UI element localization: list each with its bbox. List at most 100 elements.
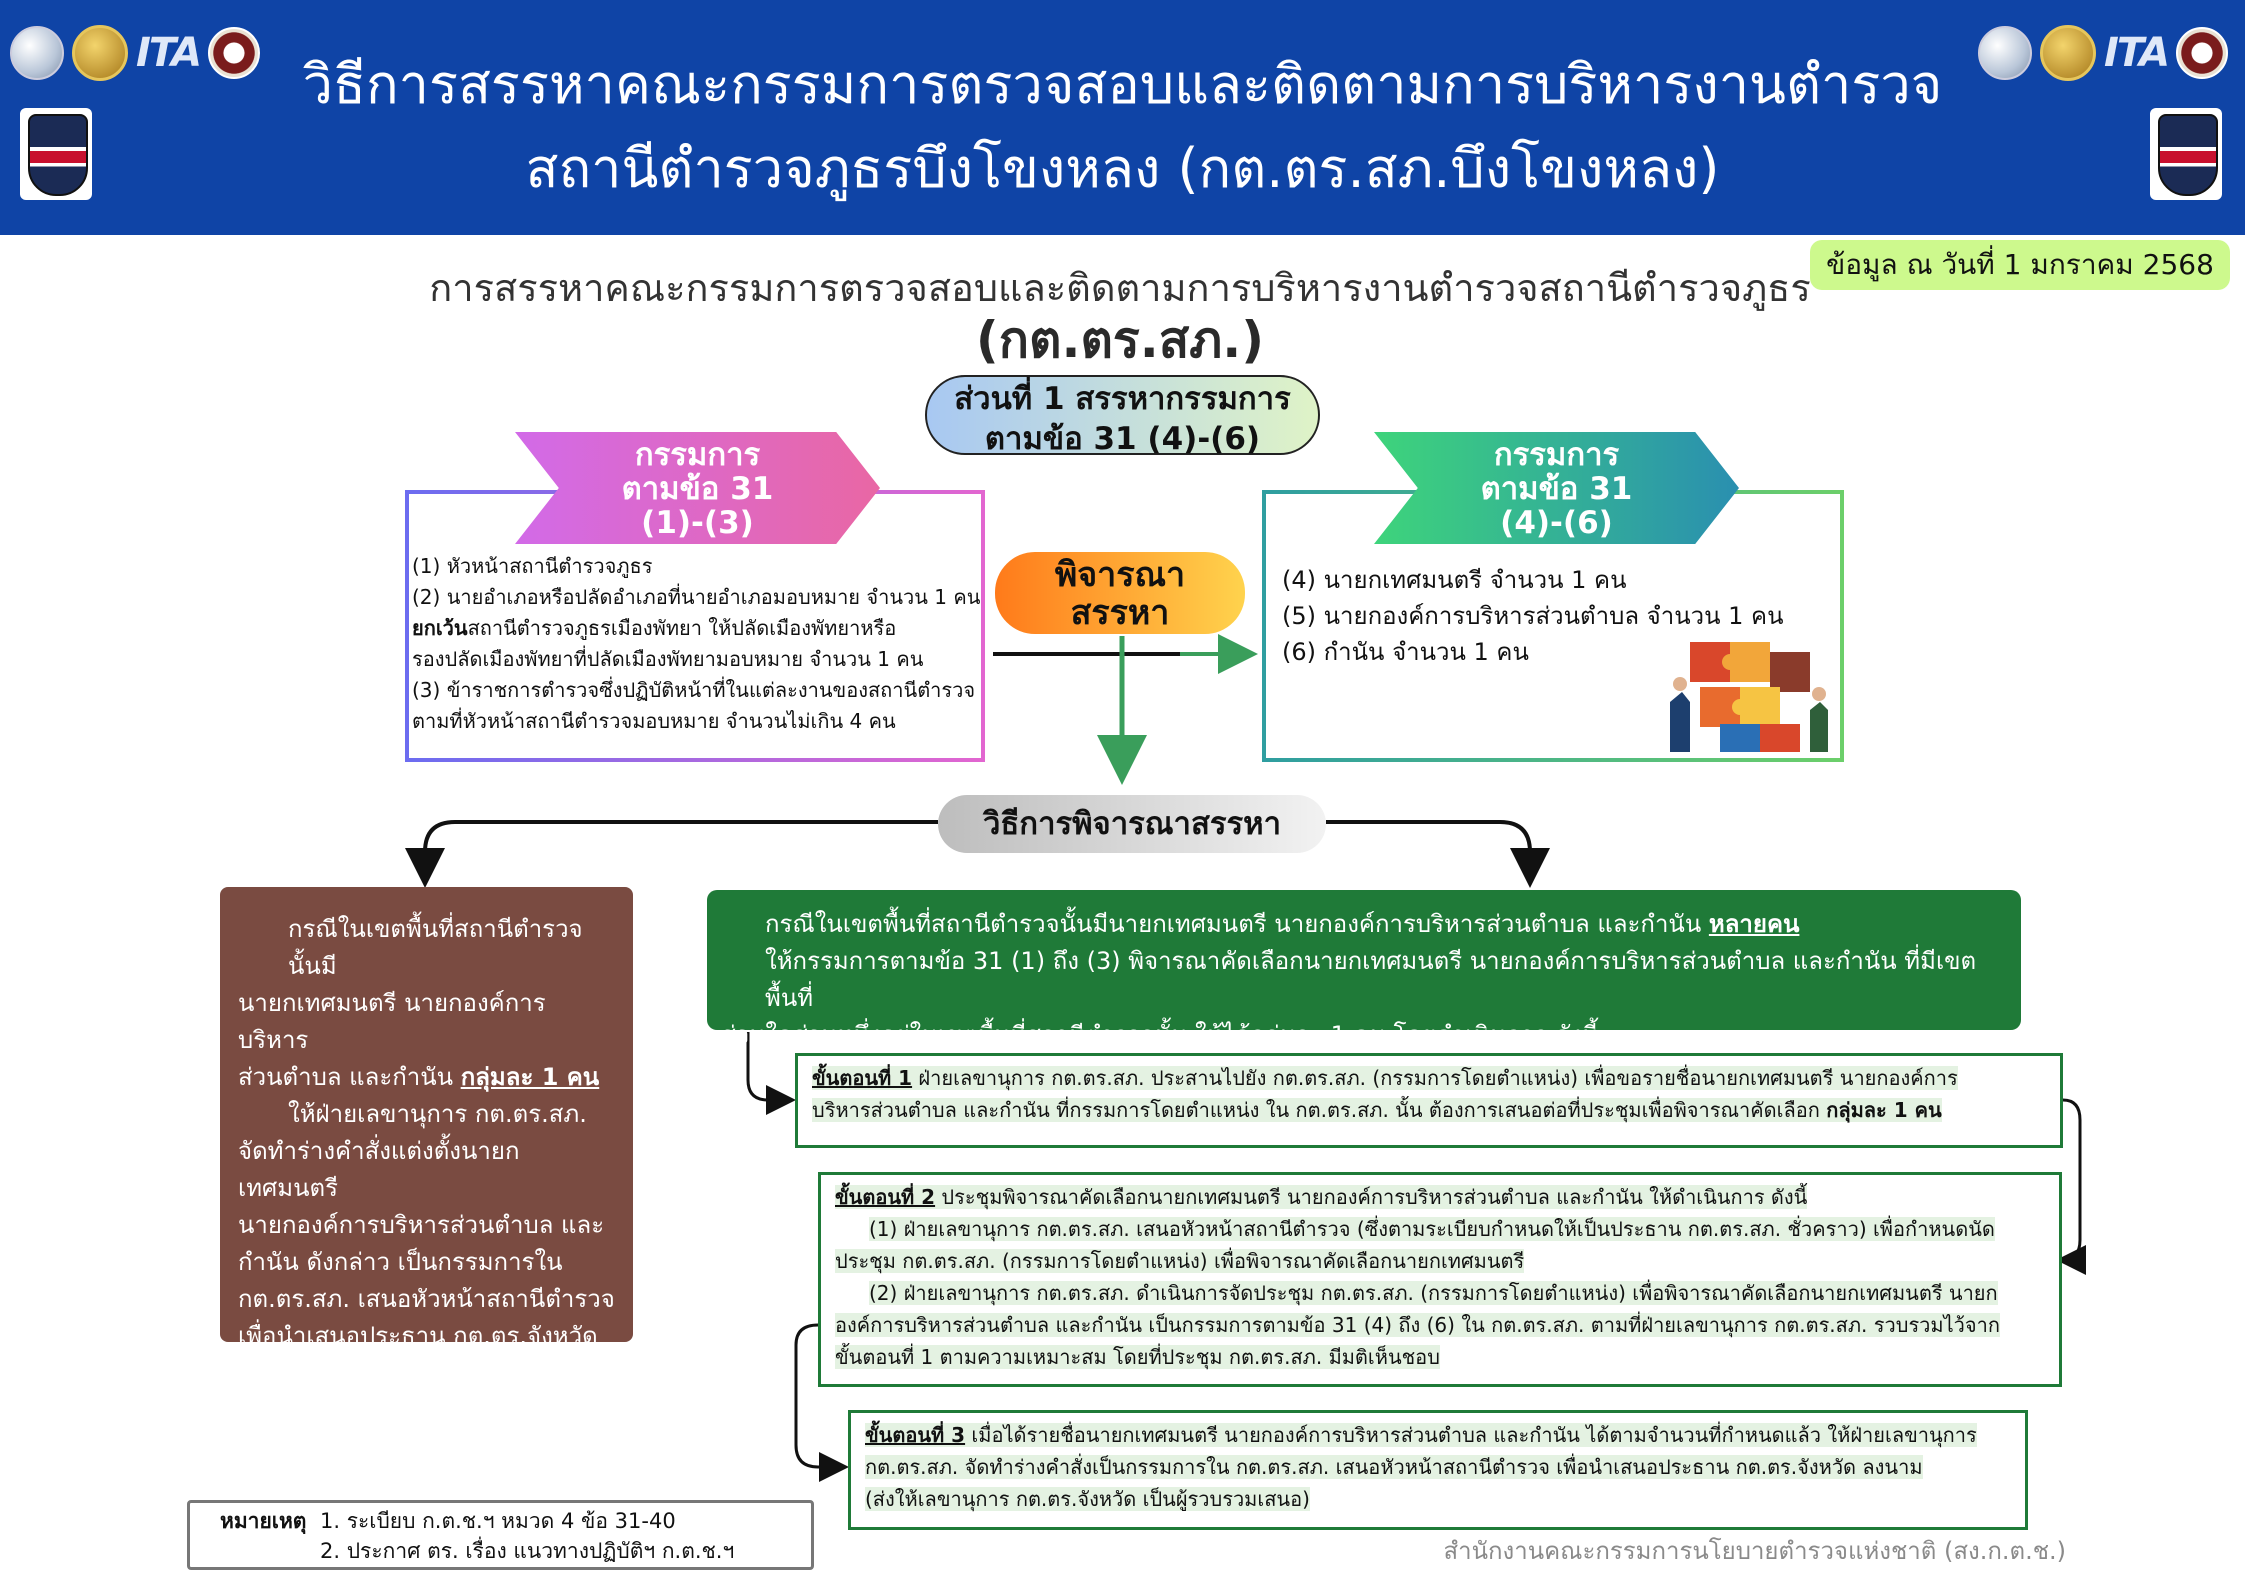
part1-line1: ส่วนที่ 1 สรรหากรรมการ (954, 381, 1291, 417)
consider-selection-pill: พิจารณา สรรหา (995, 552, 1245, 634)
list-item: (3) ข้าราชการตำรวจซึ่งปฏิบัติหน้าที่ในแต… (412, 678, 976, 702)
header-logos-right: ITA (1978, 18, 2229, 88)
list-item-text: สถานีตำรวจภูธรเมืองพัทยา ให้ปลัดเมืองพัท… (467, 616, 897, 640)
list-item: รองปลัดเมืองพัทยาที่ปลัดเมืองพัทยามอบหมา… (412, 647, 924, 671)
text-part: (1) ฝ่ายเลขานุการ กต.ตร.สภ. เสนอหัวหน้าส… (869, 1217, 1995, 1241)
list-item: (6) กำนัน จำนวน 1 คน (1282, 638, 1529, 666)
puzzle-teamwork-icon (1670, 642, 1828, 752)
globe-icon (10, 26, 64, 80)
text-part: ขั้นตอนที่ 1 ตามความเหมาะสม โดยที่ประชุม… (835, 1345, 1440, 1369)
header-banner: ITA ITA วิธีการสรรหาคณะกรรมการตรวจสอบและ… (0, 0, 2245, 235)
consider-line1: พิจารณา (1054, 555, 1186, 595)
banner-line: (4)-(6) (1500, 505, 1613, 541)
one-per-group-label: กลุ่มละ 1 คน (1826, 1098, 1942, 1122)
committee-1-3-banner: กรรมการ ตามข้อ 31 (1)-(3) (515, 432, 880, 544)
text-part: กรณีในเขตพื้นที่สถานีตำรวจนั้นมีนายกเทศม… (765, 910, 1709, 938)
text-line: กำนัน ดังกล่าว เป็นกรรมการใน (238, 1248, 563, 1276)
page-title: การสรรหาคณะกรรมการตรวจสอบและติดตามการบริ… (429, 266, 1811, 310)
single-person-case-box: กรณีในเขตพื้นที่สถานีตำรวจนั้นมี นายกเทศ… (220, 887, 633, 1461)
header-title-line1: วิธีการสรรหาคณะกรรมการตรวจสอบและติดตามกา… (302, 53, 1943, 116)
text-part: ส่วนตำบล และกำนัน (238, 1063, 461, 1091)
consider-line2: สรรหา (1070, 593, 1170, 633)
text-line: บริหารส่วนตำบล และกำนัน ที่กรรมการโดยตำแ… (812, 1094, 2046, 1126)
seal-icon (2176, 27, 2229, 79)
part1-line2: ตามข้อ 31 (4)-(6) (984, 421, 1261, 457)
text-line: ขั้นตอนที่ 2 ประชุมพิจารณาคัดเลือกนายกเท… (835, 1181, 2045, 1213)
police-station-badge-icon (20, 108, 92, 200)
seal-icon (208, 27, 261, 79)
text-line: หมายเหตุ 1. ระเบียบ ก.ต.ช.ฯ หมวด 4 ข้อ 31… (220, 1506, 811, 1536)
remark-item: 1. ระเบียบ ก.ต.ช.ฯ หมวด 4 ข้อ 31-40 (320, 1509, 676, 1533)
text-part: (2) ฝ่ายเลขานุการ กต.ตร.สภ. ดำเนินการจัด… (869, 1281, 1998, 1305)
text-part: (ส่งให้เลขานุการ กต.ตร.จังหวัด เป็นผู้รว… (865, 1487, 1310, 1511)
text-line: (2) ฝ่ายเลขานุการ กต.ตร.สภ. ดำเนินการจัด… (835, 1277, 2045, 1309)
text-line: เป็นผู้รวบรวมเสนอ) (238, 1433, 439, 1461)
text-line: นายกเทศมนตรี นายกองค์การบริหาร (238, 989, 546, 1054)
committee-4-6-list: (4) นายกเทศมนตรี จำนวน 1 คน (5) นายกองค์… (1282, 562, 1802, 670)
text-line: นายกองค์การบริหารส่วนตำบล และ (238, 1211, 605, 1239)
text-line: เพื่อนำเสนอประธาน กต.ตร.จังหวัด (238, 1322, 598, 1350)
ita-logo: ITA (136, 30, 202, 76)
list-item: ตามที่หัวหน้าสถานีตำรวจมอบหมาย จำนวนไม่เ… (412, 709, 896, 733)
text-line: ขั้นตอนที่ 1 ตามความเหมาะสม โดยที่ประชุม… (835, 1341, 2045, 1373)
police-station-badge-icon (2150, 108, 2222, 200)
banner-line: กรรมการ (634, 437, 761, 473)
ita-logo: ITA (2104, 30, 2170, 76)
text-line: กต.ตร.สภ. เสนอหัวหน้าสถานีตำรวจ (238, 1285, 615, 1313)
part1-pill: ส่วนที่ 1 สรรหากรรมการ ตามข้อ 31 (4)-(6) (925, 375, 1320, 457)
royal-emblem-icon (72, 25, 128, 81)
date-badge: ข้อมูล ณ วันที่ 1 มกราคม 2568 (1810, 240, 2230, 290)
selection-method-pill: วิธีการพิจารณาสรรหา (938, 795, 1326, 853)
list-item: ยกเว้นสถานีตำรวจภูธรเมืองพัทยา ให้ปลัดเม… (412, 613, 982, 644)
banner-line: (1)-(3) (641, 505, 754, 541)
remark-item: 2. ประกาศ ตร. เรื่อง แนวทางปฏิบัติฯ ก.ต.… (320, 1539, 735, 1563)
one-per-group-label: กลุ่มละ 1 คน (460, 1063, 600, 1091)
text-line: ขั้นตอนที่ 1 ฝ่ายเลขานุการ กต.ตร.สภ. ประ… (812, 1062, 2046, 1094)
text-line: กรณีในเขตพื้นที่สถานีตำรวจนั้นมี (288, 915, 583, 980)
step-1-box: ขั้นตอนที่ 1 ฝ่ายเลขานุการ กต.ตร.สภ. ประ… (795, 1053, 2063, 1148)
text-part: ฝ่ายเลขานุการ กต.ตร.สภ. ประสานไปยัง กต.ต… (912, 1066, 1958, 1090)
text-line: ส่วนตำบล และกำนัน กลุ่มละ 1 คน (238, 1059, 615, 1096)
text-part: กต.ตร.สภ. จัดทำร่างคำสั่งเป็นกรรมการใน ก… (865, 1455, 1923, 1479)
step-2-box: ขั้นตอนที่ 2 ประชุมพิจารณาคัดเลือกนายกเท… (818, 1172, 2062, 1387)
header-title-line2: สถานีตำรวจภูธรบึงโขงหลง (กต.ตร.สภ.บึงโขง… (525, 137, 1720, 200)
multiple-persons-case-box: กรณีในเขตพื้นที่สถานีตำรวจนั้นมีนายกเทศม… (707, 890, 2021, 1049)
text-part: บริหารส่วนตำบล และกำนัน ที่กรรมการโดยตำแ… (812, 1098, 1827, 1122)
banner-line: ตามข้อ 31 (621, 471, 774, 507)
banner-line: กรรมการ (1493, 437, 1620, 473)
text-line: จัดทำร่างคำสั่งแต่งตั้งนายกเทศมนตรี (238, 1137, 520, 1202)
text-line: (ส่งให้เลขานุการ กต.ตร.จังหวัด เป็นผู้รว… (865, 1483, 2011, 1515)
step-2-label: ขั้นตอนที่ 2 (835, 1185, 936, 1209)
list-item: (2) นายอำเภอหรือปลัดอำเภอที่นายอำเภอมอบห… (412, 585, 981, 609)
except-label: ยกเว้น (412, 616, 468, 640)
text-part: องค์การบริหารส่วนตำบล และกำนัน เป็นกรรมก… (835, 1313, 2000, 1337)
text-line: ให้ฝ่ายเลขานุการ กต.ตร.สภ. (288, 1100, 587, 1128)
text-line: ขั้นตอนที่ 3 เมื่อได้รายชื่อนายกเทศมนตรี… (865, 1419, 2011, 1451)
royal-emblem-icon (2040, 25, 2096, 81)
step-1-label: ขั้นตอนที่ 1 (812, 1066, 913, 1090)
text-part: ประชุมพิจารณาคัดเลือกนายกเทศมนตรี นายกอง… (935, 1185, 1808, 1209)
text-line: ลงนาม (ส่งให้เลขานุการ กต.ตร.จังหวัด (238, 1359, 492, 1424)
remarks-label: หมายเหตุ (220, 1509, 307, 1533)
globe-icon (1978, 26, 2032, 80)
banner-line: ตามข้อ 31 (1480, 471, 1633, 507)
list-item: (4) นายกเทศมนตรี จำนวน 1 คน (1282, 566, 1627, 594)
list-item: (1) หัวหน้าสถานีตำรวจภูธร (412, 554, 653, 578)
text-line: ส่วนใดส่วนหนึ่งอยู่ในเขตพื้นที่สถานีตำรว… (721, 1021, 1599, 1049)
committee-4-6-banner: กรรมการ ตามข้อ 31 (4)-(6) (1374, 432, 1739, 544)
list-item: (5) นายกองค์การบริหารส่วนตำบล จำนวน 1 คน (1282, 602, 1784, 630)
text-line: กรณีในเขตพื้นที่สถานีตำรวจนั้นมีนายกเทศม… (721, 906, 2007, 943)
remarks-box: หมายเหตุ 1. ระเบียบ ก.ต.ช.ฯ หมวด 4 ข้อ 31… (187, 1500, 814, 1570)
many-persons-label: หลายคน (1708, 910, 1800, 938)
text-part: เมื่อได้รายชื่อนายกเทศมนตรี นายกองค์การบ… (965, 1423, 1977, 1447)
step-3-box: ขั้นตอนที่ 3 เมื่อได้รายชื่อนายกเทศมนตรี… (848, 1410, 2028, 1530)
text-line: ประชุม กต.ตร.สภ. (กรรมการโดยตำแหน่ง) เพื… (835, 1245, 2045, 1277)
committee-1-3-list: (1) หัวหน้าสถานีตำรวจภูธร (2) นายอำเภอหร… (412, 551, 982, 737)
text-line: กต.ตร.สภ. จัดทำร่างคำสั่งเป็นกรรมการใน ก… (865, 1451, 2011, 1483)
text-line: (1) ฝ่ายเลขานุการ กต.ตร.สภ. เสนอหัวหน้าส… (835, 1213, 2045, 1245)
header-logos-left: ITA (10, 18, 261, 88)
page-title-abbr: (กต.ตร.สภ.) (975, 311, 1265, 369)
text-line: ให้กรรมการตามข้อ 31 (1) ถึง (3) พิจารณาค… (765, 947, 1977, 1012)
footer-organization: สำนักงานคณะกรรมการนโยบายตำรวจแห่งชาติ (ส… (1443, 1537, 2066, 1565)
